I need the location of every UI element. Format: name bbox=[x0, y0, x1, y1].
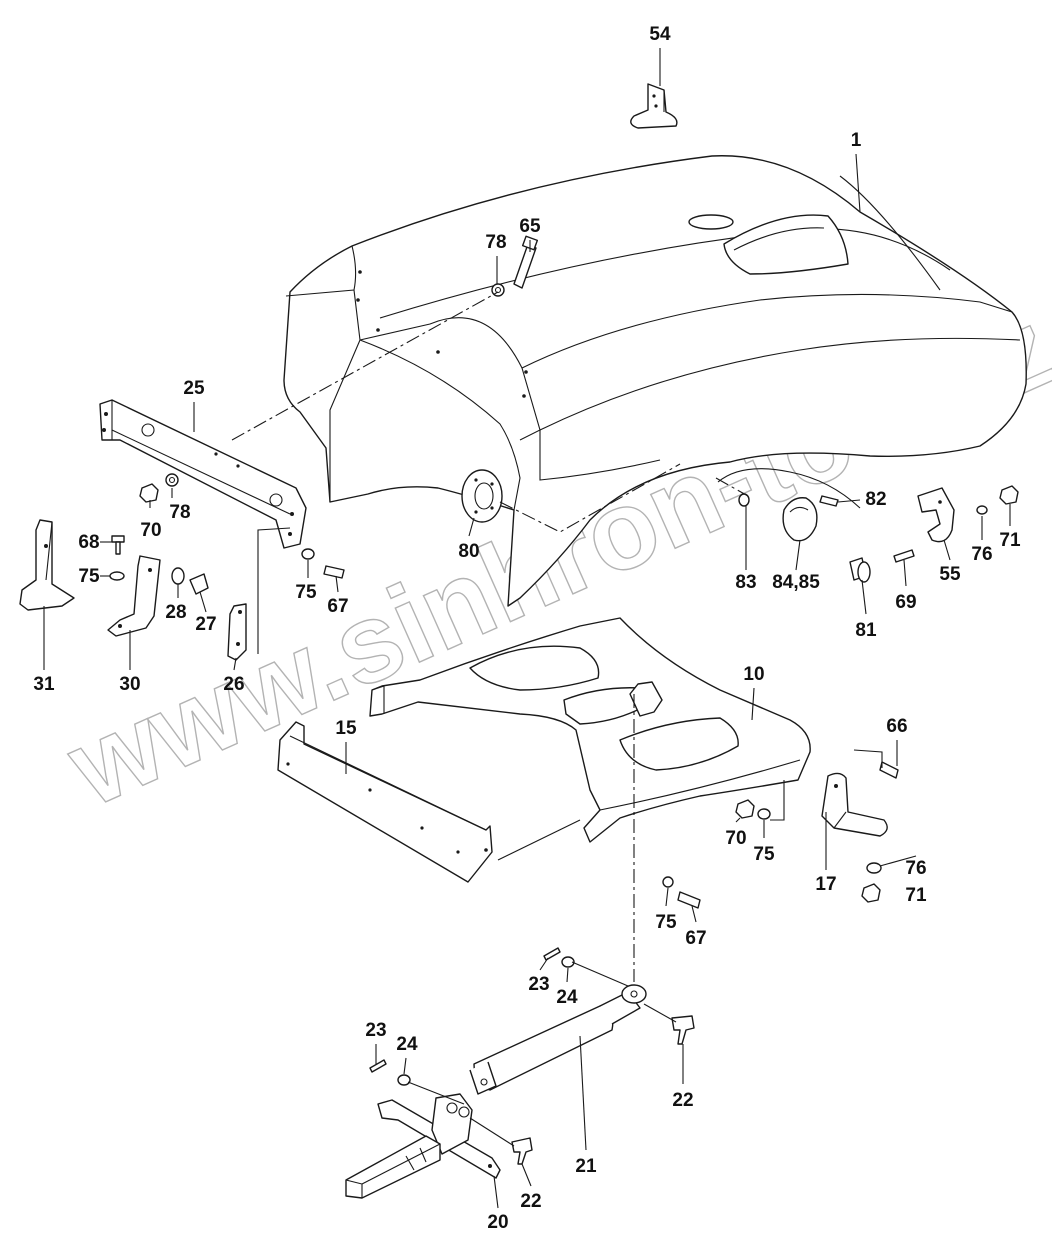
part-75-washer-mid bbox=[301, 548, 315, 560]
part-31-bracket bbox=[19, 519, 75, 611]
part-20-drawbar bbox=[345, 1093, 501, 1199]
callout-label-22a: 22 bbox=[672, 1090, 693, 1111]
callout-label-66: 66 bbox=[886, 716, 907, 737]
callout-label-55: 55 bbox=[939, 564, 961, 585]
callout-label-69: 69 bbox=[895, 592, 916, 613]
part-78-nut-left bbox=[165, 473, 179, 487]
callout-label-1: 1 bbox=[851, 130, 862, 151]
part-23-pin-lower bbox=[369, 1059, 387, 1073]
callout-label-68: 68 bbox=[78, 532, 99, 553]
callout-label-83: 83 bbox=[735, 572, 756, 593]
part-25-bracket bbox=[99, 399, 307, 549]
callout-label-21: 21 bbox=[575, 1156, 597, 1177]
callout-label-65: 65 bbox=[519, 216, 541, 237]
part-70-nut-left bbox=[139, 483, 159, 503]
callout-label-71a: 71 bbox=[999, 530, 1021, 551]
part-24-washer-upper bbox=[561, 956, 575, 968]
part-55-bracket bbox=[917, 487, 955, 543]
part-82-screw bbox=[819, 495, 839, 507]
part-17-bracket bbox=[821, 772, 888, 837]
part-84-85-clip bbox=[782, 497, 818, 542]
callout-label-75b: 75 bbox=[295, 582, 317, 603]
part-67-bolt-mid bbox=[323, 565, 345, 579]
callout-label-75a: 75 bbox=[78, 566, 100, 587]
part-22-bolt-lower bbox=[511, 1137, 533, 1165]
callout-label-27: 27 bbox=[195, 614, 216, 635]
callout-label-54: 54 bbox=[649, 24, 671, 45]
part-70-nut-lower bbox=[735, 799, 755, 819]
part-23-pin-upper bbox=[543, 947, 561, 961]
callout-label-67a: 67 bbox=[327, 596, 348, 617]
callout-label-78a: 78 bbox=[485, 232, 506, 253]
part-30-bracket bbox=[107, 555, 161, 637]
part-71-nut-right bbox=[999, 485, 1019, 505]
part-10-frame bbox=[369, 617, 811, 843]
callout-label-20: 20 bbox=[487, 1212, 508, 1233]
part-78-nut-top bbox=[491, 283, 505, 297]
part-76-washer-right bbox=[976, 505, 988, 515]
callout-label-81: 81 bbox=[855, 620, 877, 641]
callout-label-26: 26 bbox=[223, 674, 244, 695]
part-81-knob bbox=[849, 557, 871, 583]
callout-label-75d: 75 bbox=[655, 912, 677, 933]
part-69-bolt bbox=[893, 549, 915, 563]
part-76-washer-lower bbox=[866, 862, 882, 874]
callout-labels: 54 1 65 78 25 70 78 68 75 28 27 31 30 26 75 67 80 82 83 84,… bbox=[33, 24, 1021, 1233]
assembly-centerlines bbox=[231, 291, 749, 982]
part-71-nut-lower bbox=[861, 883, 881, 903]
callout-label-10: 10 bbox=[743, 664, 764, 685]
part-54-bracket bbox=[630, 83, 678, 129]
callout-label-71b: 71 bbox=[905, 885, 927, 906]
callout-label-84,85: 84,85 bbox=[772, 572, 820, 593]
part-27-pin bbox=[189, 573, 209, 595]
part-68-bolt bbox=[111, 535, 125, 555]
callout-label-15: 15 bbox=[335, 718, 357, 739]
part-80-gasket bbox=[461, 469, 503, 523]
callout-label-76a: 76 bbox=[971, 544, 992, 565]
part-75-washer-lower bbox=[757, 808, 771, 820]
part-21-cylinder bbox=[469, 984, 647, 1095]
callout-label-76b: 76 bbox=[905, 858, 926, 879]
part-65-bolt bbox=[513, 235, 539, 289]
callout-label-82: 82 bbox=[865, 489, 886, 510]
callout-label-31: 31 bbox=[33, 674, 55, 695]
leader-lines bbox=[43, 48, 1011, 1209]
part-75-washer-left bbox=[109, 571, 125, 581]
callout-label-78b: 78 bbox=[169, 502, 190, 523]
callout-label-30: 30 bbox=[119, 674, 140, 695]
part-22-bolt-upper bbox=[671, 1015, 695, 1045]
callout-label-23a: 23 bbox=[528, 974, 549, 995]
callout-label-80: 80 bbox=[458, 541, 479, 562]
callout-label-24b: 24 bbox=[396, 1034, 418, 1055]
part-28-bushing bbox=[171, 567, 185, 585]
callout-label-75c: 75 bbox=[753, 844, 775, 865]
part-15-plate bbox=[277, 721, 493, 883]
callout-label-67b: 67 bbox=[685, 928, 706, 949]
callout-label-25: 25 bbox=[183, 378, 205, 399]
callout-label-22b: 22 bbox=[520, 1191, 541, 1212]
part-24-washer-lower bbox=[397, 1074, 411, 1086]
callout-label-28: 28 bbox=[165, 602, 186, 623]
part-66-bolt bbox=[879, 761, 899, 779]
callout-label-24a: 24 bbox=[556, 987, 578, 1008]
callout-label-70a: 70 bbox=[140, 520, 161, 541]
callout-label-70b: 70 bbox=[725, 828, 746, 849]
callout-label-17: 17 bbox=[815, 874, 836, 895]
part-67-bolt-bottom bbox=[677, 891, 701, 909]
part-75-washer-bottom bbox=[662, 876, 674, 888]
callout-label-23b: 23 bbox=[365, 1020, 386, 1041]
part-26-link bbox=[227, 603, 247, 661]
